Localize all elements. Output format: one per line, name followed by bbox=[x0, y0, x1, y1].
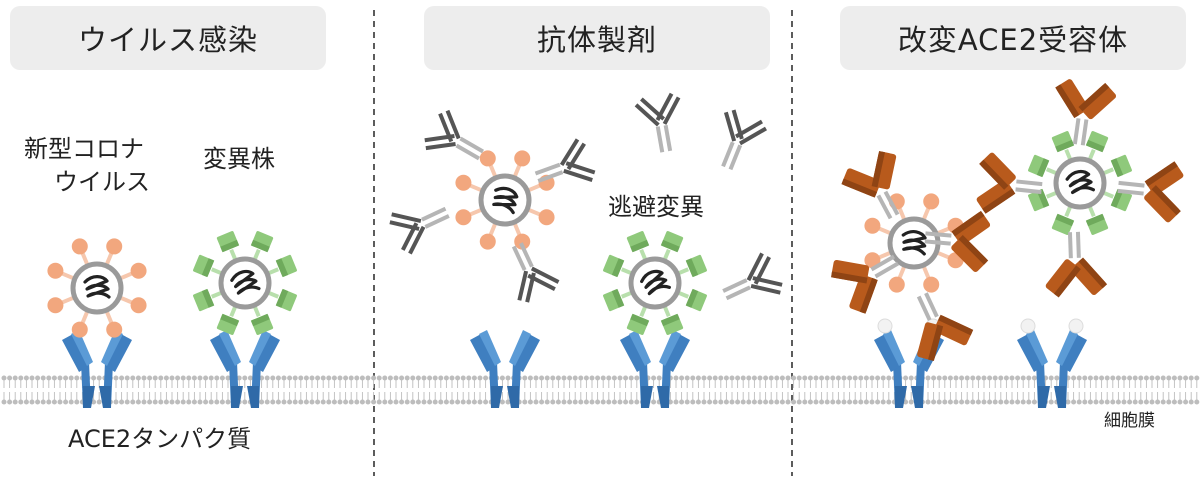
variant-virus-spike bbox=[267, 254, 297, 278]
antibody-bound bbox=[389, 206, 450, 255]
wild-type-virus-spike bbox=[104, 238, 123, 266]
spike-stalks bbox=[47, 131, 1132, 338]
ace2-receptor bbox=[620, 330, 690, 408]
viral-rna bbox=[901, 229, 927, 256]
engineered-ace2-decoy bbox=[916, 292, 974, 362]
ace2-receptor bbox=[1017, 318, 1087, 408]
variant-virus-spike bbox=[216, 231, 240, 261]
antibody-free bbox=[722, 252, 783, 301]
label-escape-mutation: 逃避変異 bbox=[608, 193, 704, 221]
variant-virus-spike bbox=[216, 305, 240, 335]
decoy-bound-variant-virus-spike bbox=[1051, 205, 1075, 235]
viral-rna bbox=[640, 269, 671, 296]
antibody-bound bbox=[534, 138, 596, 183]
escape-variant-virus-spike bbox=[626, 231, 650, 261]
ace2-receptor bbox=[62, 330, 132, 408]
variant-virus-spike bbox=[267, 288, 297, 312]
escape-variant-virus-spike bbox=[603, 288, 633, 312]
variant-virus-spike bbox=[193, 254, 223, 278]
engineered-ace2-decoy bbox=[1045, 231, 1108, 298]
wild-type-virus-spike bbox=[71, 310, 90, 338]
label-wild-type-virus-line2: ウイルス bbox=[54, 168, 150, 196]
decoy-bound-virus-spike bbox=[921, 265, 940, 293]
engineered-ace2-decoy bbox=[1055, 79, 1117, 146]
viral-rna bbox=[230, 269, 261, 295]
cell-membrane bbox=[1, 375, 1200, 405]
antibody-bound-virus-spike bbox=[479, 222, 498, 250]
virus-envelope bbox=[478, 173, 532, 227]
wild-type-virus-spike bbox=[47, 295, 75, 314]
viral-rna bbox=[83, 275, 111, 299]
engineered-ace2-decoy bbox=[831, 254, 899, 314]
antibody-bound bbox=[511, 242, 560, 303]
panel-title-antibody-drug: 抗体製剤 bbox=[424, 6, 770, 70]
antibody-bound bbox=[424, 109, 484, 161]
escape-variant-virus-spike bbox=[626, 305, 650, 335]
virus-envelope bbox=[70, 261, 124, 315]
engineered-ace2-decoy bbox=[1117, 161, 1184, 223]
label-variant: 変異株 bbox=[203, 145, 275, 173]
panel-dividers bbox=[373, 10, 793, 476]
antibody-bound-virus-spike bbox=[527, 207, 555, 226]
engineered-ace2-decoy bbox=[841, 150, 900, 220]
variant-virus-spike bbox=[250, 231, 274, 261]
escape-variant-virus-spike bbox=[660, 305, 684, 335]
variant-virus bbox=[218, 256, 272, 310]
antibody-bound-virus-spike bbox=[455, 207, 483, 226]
antibody-bound-virus bbox=[478, 173, 532, 227]
wild-type-virus-spike bbox=[104, 310, 123, 338]
variant-virus-spike bbox=[193, 288, 223, 312]
antibody-bound-virus-spike bbox=[512, 150, 531, 178]
decoy-bound-variant-virus-spike bbox=[1102, 188, 1132, 212]
viral-rna bbox=[492, 186, 519, 215]
escape-variant-virus bbox=[628, 256, 682, 310]
escape-variant-virus-spike bbox=[677, 254, 707, 278]
decoy-bound-virus-spike bbox=[921, 193, 940, 221]
decoy-bound-virus-spike bbox=[864, 217, 892, 236]
decoy-bound-variant-virus-spike bbox=[1085, 131, 1109, 161]
decoy-bound-variant-virus-spike bbox=[1028, 154, 1058, 178]
decoy-bound-variant-virus-spike bbox=[1085, 205, 1109, 235]
antibody-bound-virus-spike bbox=[479, 150, 498, 178]
ace2-receptor bbox=[210, 330, 280, 408]
wild-type-virus-spike bbox=[119, 262, 147, 281]
ace2-receptor bbox=[470, 330, 540, 408]
wild-type-virus-spike bbox=[119, 295, 147, 314]
decoy-bound-virus-spike bbox=[864, 250, 892, 269]
antibody-free bbox=[634, 92, 681, 153]
antibodies bbox=[389, 92, 783, 303]
antibody-bound-virus-spike bbox=[455, 174, 483, 193]
decoy-bound-variant-virus bbox=[1053, 156, 1107, 210]
escape-variant-virus-spike bbox=[603, 254, 633, 278]
escape-variant-virus-spike bbox=[677, 288, 707, 312]
wild-type-virus bbox=[70, 261, 124, 315]
wild-type-virus-spike bbox=[47, 262, 75, 281]
virus-envelope bbox=[218, 256, 272, 310]
engineered-ace2-decoy bbox=[924, 210, 991, 272]
engineered-ace2-decoys bbox=[831, 79, 1184, 362]
decoy-bound-variant-virus-spike bbox=[1102, 154, 1132, 178]
label-cell-membrane: 細胞膜 bbox=[1104, 411, 1155, 431]
virus-envelope bbox=[628, 256, 682, 310]
virus-envelope bbox=[1053, 156, 1107, 210]
escape-variant-virus-spike bbox=[660, 231, 684, 261]
decoy-bound-virus-spike bbox=[888, 265, 907, 293]
panel-title-engineered-ace2: 改変ACE2受容体 bbox=[840, 6, 1186, 70]
viral-rna bbox=[1065, 169, 1095, 195]
virus-particles bbox=[70, 156, 1107, 315]
antibody-bound-virus-spike bbox=[512, 222, 531, 250]
label-wild-type-virus-line1: 新型コロナ bbox=[24, 135, 144, 163]
engineered-ace2-decoy bbox=[976, 152, 1043, 214]
panel-title-virus-infection: ウイルス感染 bbox=[10, 6, 326, 70]
wild-type-virus-spike bbox=[71, 238, 90, 266]
decoy-bound-variant-virus-spike bbox=[1051, 131, 1075, 161]
label-ace2-protein: ACE2タンパク質 bbox=[68, 425, 252, 453]
antibody-free bbox=[721, 109, 767, 171]
variant-virus-spike bbox=[250, 305, 274, 335]
